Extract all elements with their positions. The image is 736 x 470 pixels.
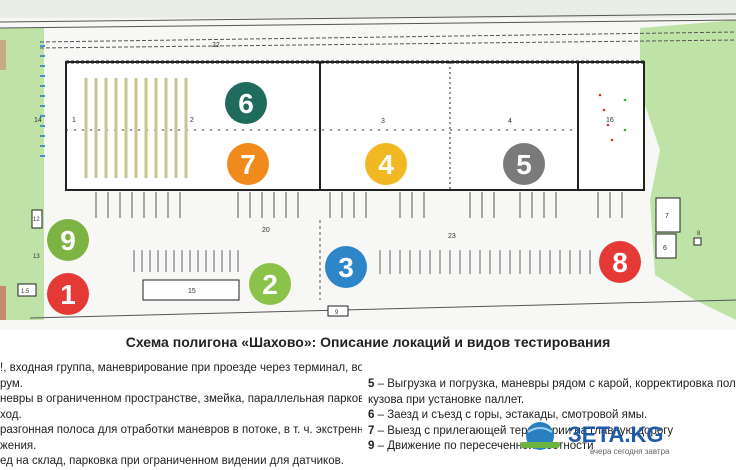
marker-circle	[249, 263, 291, 305]
area-label: 15	[188, 288, 196, 295]
item-number: 5	[368, 378, 375, 390]
hall-label: 16	[606, 117, 614, 124]
marker-number: 6	[238, 88, 254, 119]
item-number: 6	[368, 409, 375, 421]
hall-label: 1	[72, 117, 76, 124]
marker-circle	[225, 82, 267, 124]
location-marker-2: 2	[249, 263, 291, 305]
description-item: 7 – Выезд с прилегающей территории на гл…	[368, 424, 736, 440]
area-label: 23	[448, 233, 456, 240]
marker-circle	[47, 219, 89, 261]
area-label: 9	[335, 310, 339, 316]
description-item: 5 – Выгрузка и погрузка, маневры рядом с…	[368, 377, 736, 393]
marker-circle	[325, 246, 367, 288]
area-label: 20	[262, 227, 270, 234]
item-text: – Выгрузка и погрузка, маневры рядом с к…	[374, 378, 736, 390]
location-marker-7: 7	[227, 143, 269, 185]
location-marker-8: 8	[599, 241, 641, 283]
marker-number: 7	[240, 149, 256, 180]
description-line: невры в ограниченном пространстве, змейк…	[0, 393, 362, 405]
logo-text: ЗЕТА.KG	[568, 422, 664, 447]
marker-number: 8	[612, 247, 628, 278]
marker-number: 2	[262, 269, 278, 300]
marker-number: 3	[338, 252, 354, 283]
item-text: – Заезд и съезд с горы, эстакады, смотро…	[374, 409, 648, 421]
marker-circle	[227, 143, 269, 185]
page-title: Схема полигона «Шахово»: Описание локаци…	[125, 334, 611, 350]
description-line: !, входная группа, маневрирование при пр…	[0, 362, 362, 374]
area-label: 13	[33, 254, 40, 260]
description-item: 6 – Заезд и съезд с горы, эстакады, смот…	[368, 408, 736, 424]
description-line: жения.	[0, 439, 37, 452]
description-left: !, входная группа, маневрирование при пр…	[0, 361, 362, 470]
logo-tagline: вчера сегодня завтра	[590, 447, 670, 456]
marker-number: 1	[60, 279, 76, 310]
area-label: 8	[697, 231, 701, 237]
site-plan-map: 22 14 1 2 3 4 16	[0, 0, 736, 320]
marker-number: 5	[516, 149, 532, 180]
area-label: 12	[33, 217, 40, 223]
location-marker-9: 9	[47, 219, 89, 261]
marker-circle	[503, 143, 545, 185]
item-text: кузова при установке паллет.	[368, 393, 525, 406]
description-line: разгонная полоса для отработки маневров …	[0, 424, 362, 436]
item-number: 7	[368, 424, 375, 437]
location-marker-1: 1	[47, 273, 89, 315]
marker-number: 9	[60, 225, 76, 256]
location-marker-5: 5	[503, 143, 545, 185]
logo: ЗЕТА.KG вчера сегодня завтра	[520, 422, 670, 456]
hall-label: 2	[190, 117, 194, 124]
description-line: ход.	[0, 408, 22, 421]
marker-circle	[599, 241, 641, 283]
marker-circle	[365, 143, 407, 185]
road-label: 22	[212, 42, 220, 49]
item-text: – Выезд с прилегающей территории на глав…	[374, 424, 674, 437]
description-line: рум.	[0, 377, 23, 390]
marker-circle	[47, 273, 89, 315]
description-line: ед на склад, парковка при ограниченном в…	[0, 455, 344, 467]
item-number: 9	[368, 440, 375, 452]
area-label: 1.5	[21, 289, 30, 295]
west-strip-label: 14	[34, 117, 42, 124]
area-label: 7	[665, 213, 669, 220]
description-item: кузова при установке паллет.	[368, 393, 736, 409]
marker-number: 4	[378, 149, 394, 180]
location-marker-3: 3	[325, 246, 367, 288]
hall-label: 4	[508, 118, 512, 125]
location-marker-4: 4	[365, 143, 407, 185]
area-label: 6	[663, 245, 667, 252]
hall-label: 3	[381, 118, 385, 125]
location-marker-6: 6	[225, 82, 267, 124]
